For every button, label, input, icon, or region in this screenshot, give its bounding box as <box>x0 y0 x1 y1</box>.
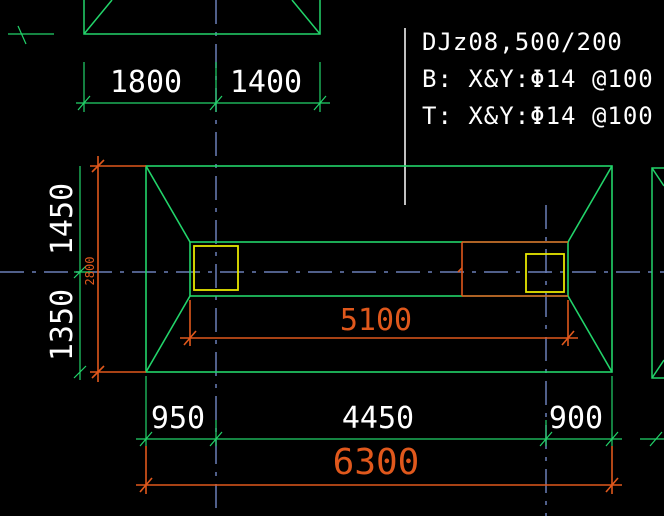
upper-footing-outline <box>83 0 321 35</box>
annotation-label: DJz08,500/200 <box>422 28 623 56</box>
left-vertical-subdimension <box>73 166 92 380</box>
left-vertical-dimension <box>90 156 146 382</box>
upper-footing-chamfer-right <box>291 0 321 35</box>
dim-column-span: 5100 <box>340 303 412 338</box>
right-footing-fragment <box>651 167 664 379</box>
dim-left-upper: 1450 <box>45 183 80 255</box>
total-dimension-line <box>136 446 622 494</box>
beam-connector <box>457 241 568 297</box>
main-footing <box>145 165 613 373</box>
dim-bottom-left: 950 <box>151 401 205 436</box>
dim-top-left: 1800 <box>110 65 182 100</box>
column-right <box>525 253 565 293</box>
top-dimension-line <box>76 62 330 112</box>
footing-inner-outline <box>189 241 569 297</box>
column-left <box>193 245 239 291</box>
annotation-bottom-rebar: B: X&Y:Φ14 @100 <box>422 65 654 93</box>
dim-top-right: 1400 <box>230 65 302 100</box>
right-edge-marker <box>640 431 664 447</box>
footing-outer-outline <box>145 165 613 373</box>
annotation-top-rebar: T: X&Y:Φ14 @100 <box>422 102 654 130</box>
chamfer-bottom-left <box>145 295 191 373</box>
column-span-dimension <box>180 300 578 346</box>
beam-connector-outline <box>461 241 568 297</box>
upper-footing-chamfer-left <box>83 0 113 35</box>
dim-bottom-right: 900 <box>549 401 603 436</box>
dim-bottom-middle: 4450 <box>342 401 414 436</box>
dim-left-total: 2800 <box>83 257 97 286</box>
dim-bottom-total: 6300 <box>333 442 420 483</box>
chamfer-top-left <box>145 165 191 243</box>
chamfer-top-right <box>567 165 613 243</box>
dim-left-lower: 1350 <box>45 289 80 361</box>
bottom-dimension-line <box>136 376 622 447</box>
chamfer-bottom-right <box>567 295 613 373</box>
upper-footing-fragment <box>83 0 321 35</box>
upper-left-marker <box>8 25 54 45</box>
